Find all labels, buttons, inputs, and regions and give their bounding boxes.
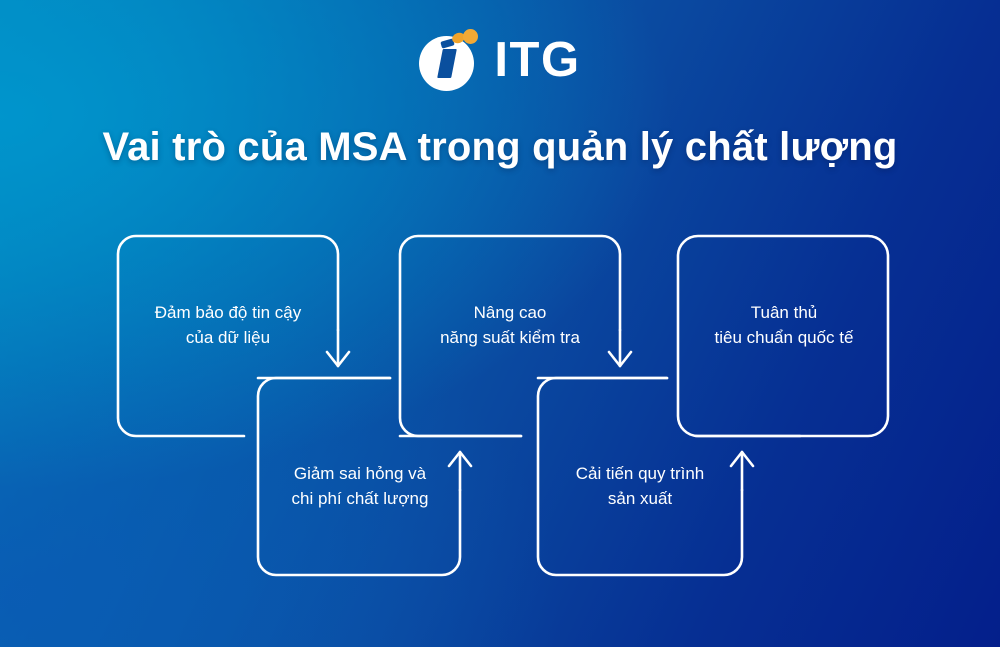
connector-1-to-2-arrowhead <box>325 350 351 368</box>
connector-4-to-5-arrowhead <box>729 450 755 468</box>
node-1-label: Đảm bảo độ tin cậy của dữ liệu <box>154 303 302 347</box>
node-3-label: Nâng cao năng suất kiểm tra <box>440 303 580 347</box>
node-4-label: Cải tiến quy trình sản xuất <box>575 464 705 508</box>
node-1-outline <box>116 234 340 438</box>
page-title: Vai trò của MSA trong quản lý chất lượng <box>102 125 898 169</box>
node-4-outline <box>536 376 744 577</box>
node-2-outline <box>256 376 462 577</box>
node-3-outline <box>398 234 622 438</box>
connector-3-to-4-arrowhead <box>607 350 633 368</box>
node-2-label: Giảm sai hỏng và chi phí chất lượng <box>291 464 429 508</box>
brand-logo: ITG <box>0 26 1000 94</box>
brand-wordmark: ITG <box>494 32 581 87</box>
logo-dot-large-icon <box>463 29 479 44</box>
node-5-outline <box>676 234 890 438</box>
connector-2-to-3-arrowhead <box>447 450 473 468</box>
itg-circle-i-logo <box>419 29 481 91</box>
node-5-label: Tuân thủ tiêu chuẩn quốc tế <box>714 303 854 347</box>
